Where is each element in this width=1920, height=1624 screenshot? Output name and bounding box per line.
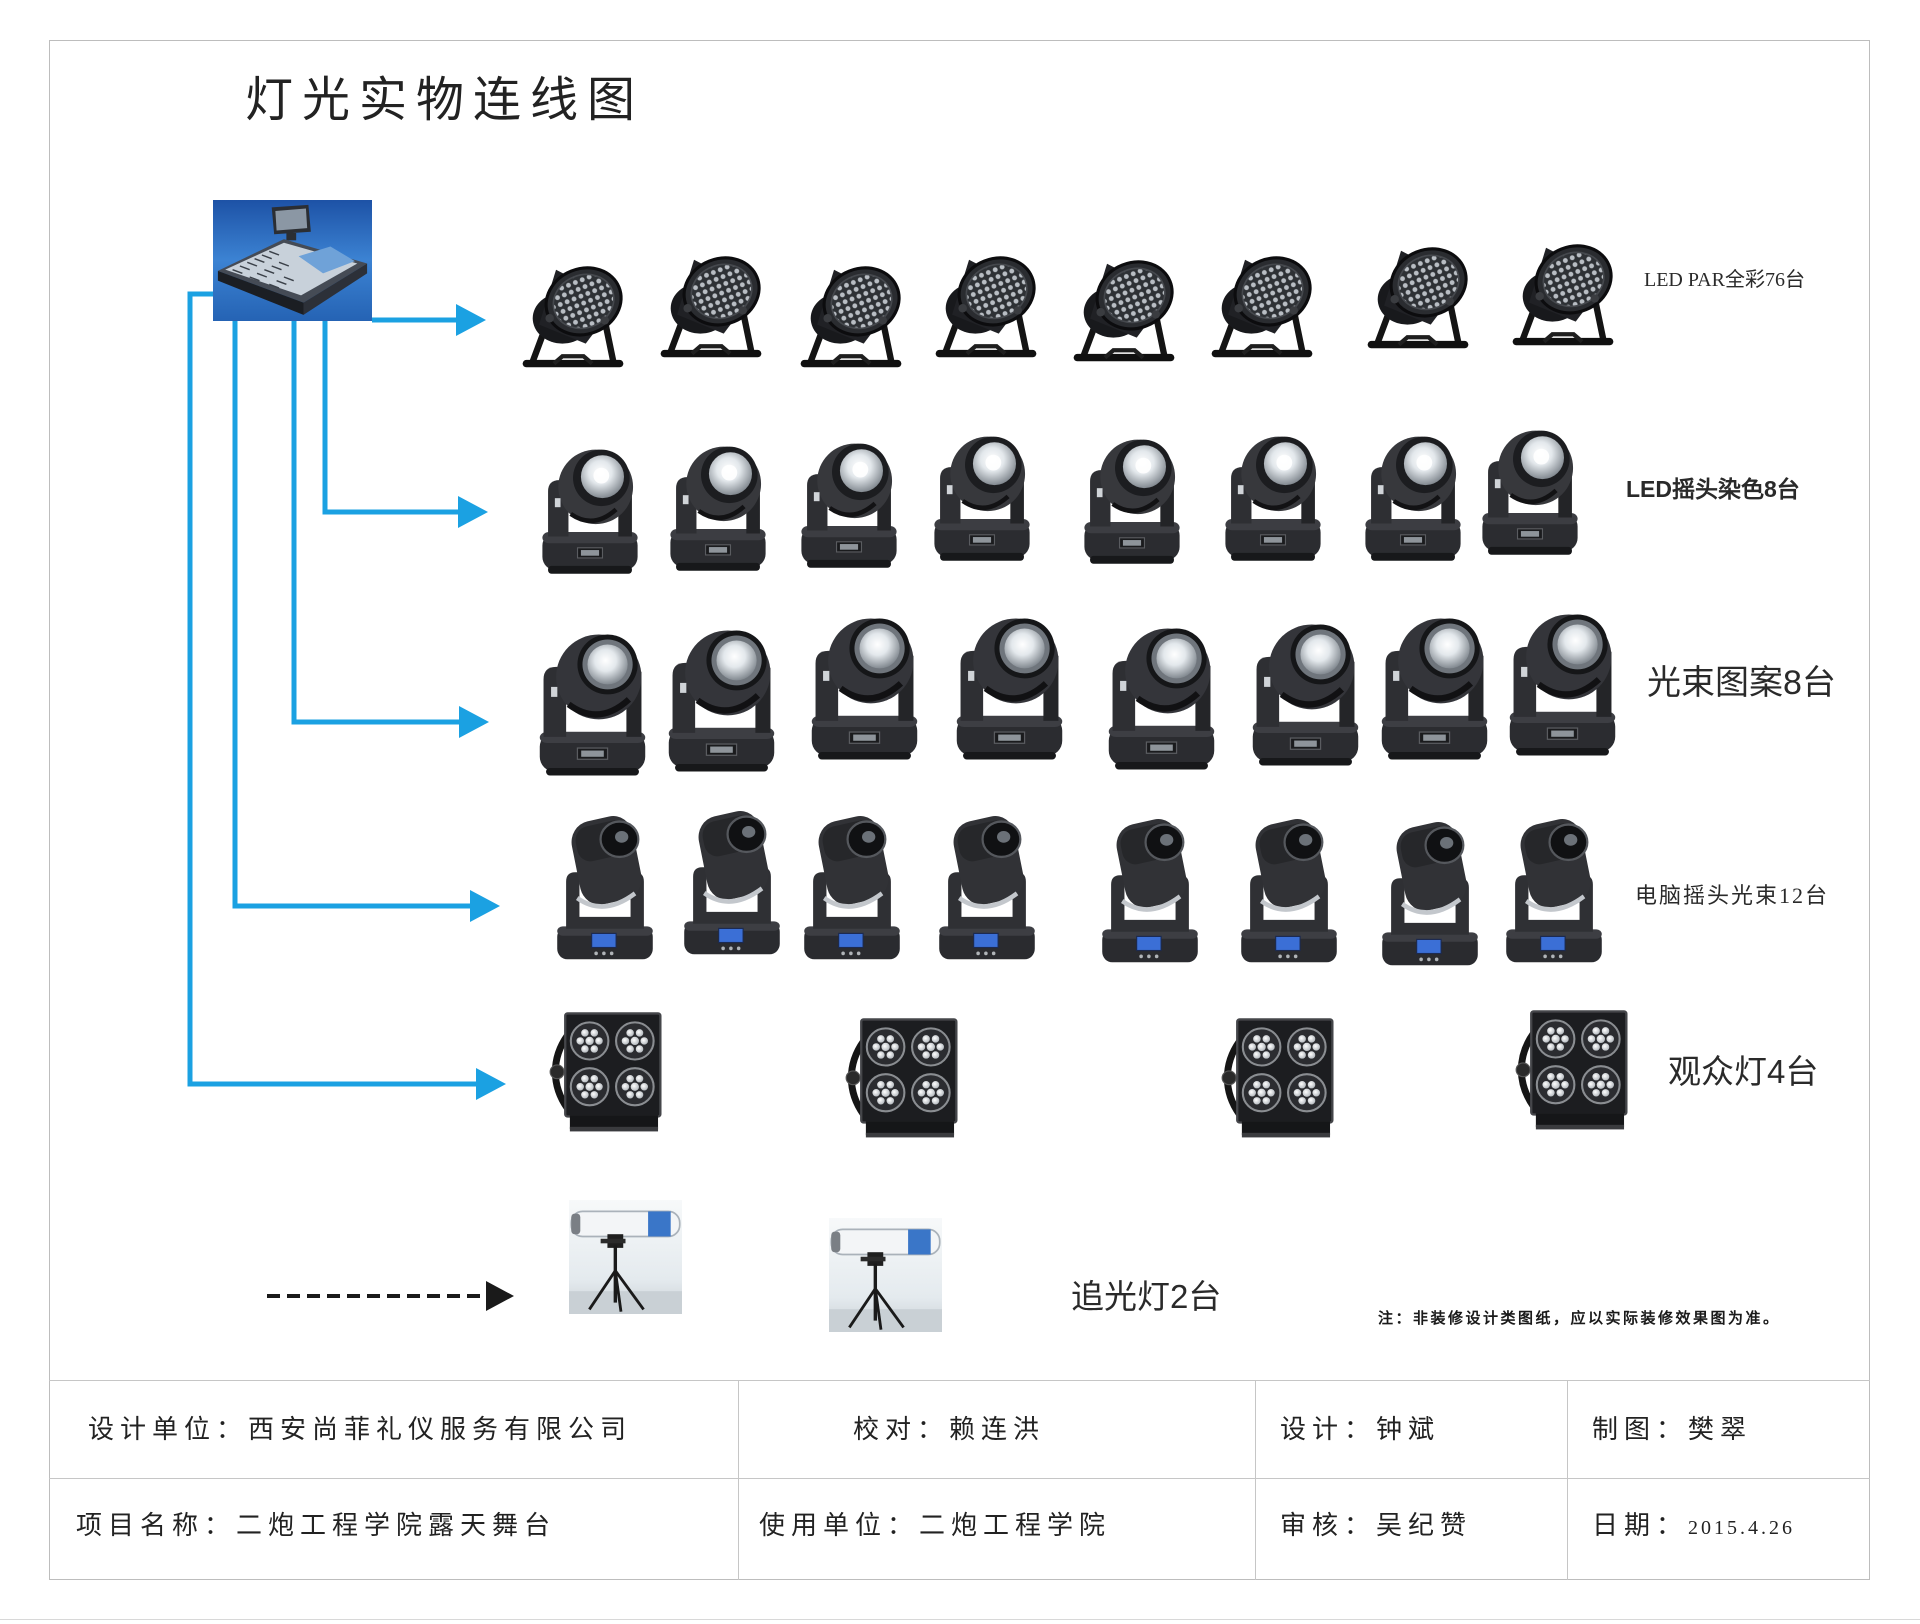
led-wash-moving-head-icon — [1081, 425, 1183, 566]
led-par-icon — [933, 245, 1039, 361]
beam-moving-head-icon — [1506, 602, 1619, 758]
led-par-icon — [1209, 245, 1315, 361]
led-wash-moving-head-icon — [539, 435, 641, 576]
led-par-icon — [658, 245, 764, 361]
beam-moving-head-icon — [808, 606, 921, 762]
title-block-user-unit: 使用单位：二炮工程学院 — [759, 1511, 1112, 1540]
label-beam-pattern: 光束图案8台 — [1647, 664, 1836, 702]
title-block-project-name: 项目名称：二炮工程学院露天舞台 — [76, 1511, 557, 1540]
computer-moving-head-icon — [1504, 814, 1604, 967]
arrowhead-led-wash — [458, 496, 488, 528]
led-wash-moving-head-icon — [1222, 422, 1324, 563]
title-block-date: 日期：2015.4.26 — [1592, 1513, 1795, 1541]
connector-line-beam-pattern — [291, 321, 462, 725]
led-par-icon — [1510, 233, 1616, 349]
led-wash-moving-head-icon — [667, 432, 769, 573]
led-par-icon — [1071, 249, 1177, 365]
arrowhead-computer-beam — [470, 890, 500, 922]
computer-moving-head-icon — [937, 811, 1037, 964]
page-title: 灯光实物连线图 — [245, 72, 645, 128]
title-block-drafter: 制图：樊翠 — [1592, 1415, 1753, 1444]
audience-blinder-icon — [1221, 1016, 1337, 1142]
led-par-icon — [1365, 236, 1471, 352]
audience-blinder-icon — [1515, 1008, 1631, 1134]
computer-moving-head-icon — [1380, 817, 1480, 970]
led-wash-moving-head-icon — [798, 429, 900, 570]
title-block-date-label: 日期： — [1592, 1511, 1689, 1540]
follow-spot-icon — [569, 1200, 682, 1314]
label-led-wash: LED摇头染色8台 — [1626, 476, 1800, 502]
title-block-top-line — [49, 1380, 1870, 1381]
title-block-divider — [1567, 1380, 1568, 1580]
led-wash-moving-head-icon — [931, 422, 1033, 563]
lighting-console-icon — [213, 200, 372, 321]
connector-line-audience-light — [187, 291, 480, 1087]
computer-moving-head-icon — [1239, 814, 1339, 967]
computer-moving-head-icon — [555, 811, 655, 964]
label-audience-light: 观众灯4台 — [1668, 1053, 1819, 1090]
title-block-reviewer: 审核：吴纪赞 — [1280, 1511, 1473, 1540]
label-led-par: LED PAR全彩76台 — [1644, 269, 1805, 291]
beam-moving-head-icon — [1249, 612, 1362, 768]
computer-moving-head-icon — [802, 811, 902, 964]
beam-moving-head-icon — [536, 622, 649, 778]
arrowhead-audience-light — [476, 1068, 506, 1100]
drawing-frame — [49, 40, 1870, 1580]
arrowhead-led-par — [456, 304, 486, 336]
arrowhead-beam-pattern — [459, 706, 489, 738]
page-edge-line — [0, 1619, 1920, 1620]
title-block-date-value: 2015.4.26 — [1688, 1517, 1796, 1539]
drawing-note: 注：非装修设计类图纸，应以实际装修效果图为准。 — [1378, 1310, 1781, 1327]
beam-moving-head-icon — [953, 606, 1066, 762]
title-block-middle-line — [49, 1478, 1870, 1479]
led-par-icon — [520, 255, 626, 371]
title-block-divider — [1255, 1380, 1256, 1580]
follow-spot-icon — [829, 1218, 942, 1332]
led-wash-moving-head-icon — [1362, 422, 1464, 563]
title-block-proofread: 校对：赖连洪 — [853, 1415, 1046, 1444]
beam-moving-head-icon — [1378, 606, 1491, 762]
title-block-divider — [738, 1380, 739, 1580]
computer-moving-head-icon — [682, 806, 782, 959]
audience-blinder-icon — [845, 1016, 961, 1142]
label-follow-spot: 追光灯2台 — [1071, 1278, 1222, 1315]
led-wash-moving-head-icon — [1479, 416, 1581, 557]
beam-moving-head-icon — [665, 618, 778, 774]
connector-line-computer-beam — [232, 321, 474, 909]
label-computer-beam: 电脑摇头光束12台 — [1635, 883, 1830, 908]
led-par-icon — [798, 255, 904, 371]
computer-moving-head-icon — [1100, 814, 1200, 967]
dashed-arrowhead-follow-spot — [486, 1281, 514, 1311]
title-block-designer: 设计：钟斌 — [1280, 1415, 1441, 1444]
connector-line-led-wash — [322, 321, 462, 515]
title-block-design-unit: 设计单位：西安尚菲礼仪服务有限公司 — [88, 1415, 633, 1444]
beam-moving-head-icon — [1105, 616, 1218, 772]
audience-blinder-icon — [549, 1010, 665, 1136]
